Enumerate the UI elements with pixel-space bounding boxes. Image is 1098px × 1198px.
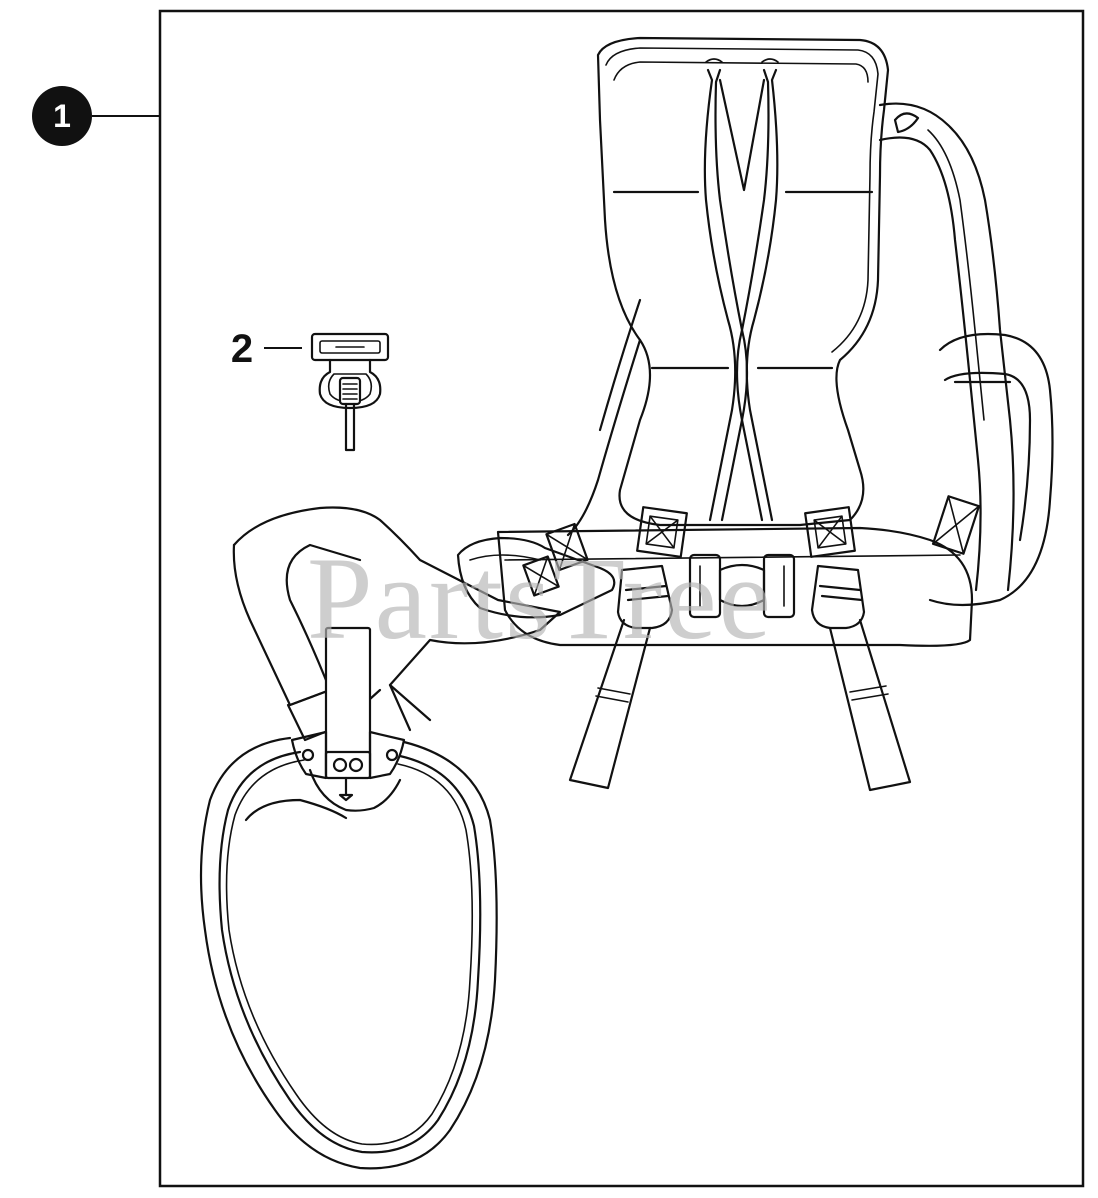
callout-1[interactable]: 1 xyxy=(32,86,160,146)
callout-1-badge xyxy=(32,86,92,146)
snap-hook-part[interactable] xyxy=(310,332,390,452)
callout-1-number: 1 xyxy=(53,98,71,134)
harness-assembly-part[interactable] xyxy=(199,36,1054,1170)
watermark: PartsTree xyxy=(307,533,773,664)
callout-2-number: 2 xyxy=(231,327,253,371)
diagram-frame xyxy=(158,9,1085,1188)
callout-2[interactable]: 2 xyxy=(231,327,302,371)
